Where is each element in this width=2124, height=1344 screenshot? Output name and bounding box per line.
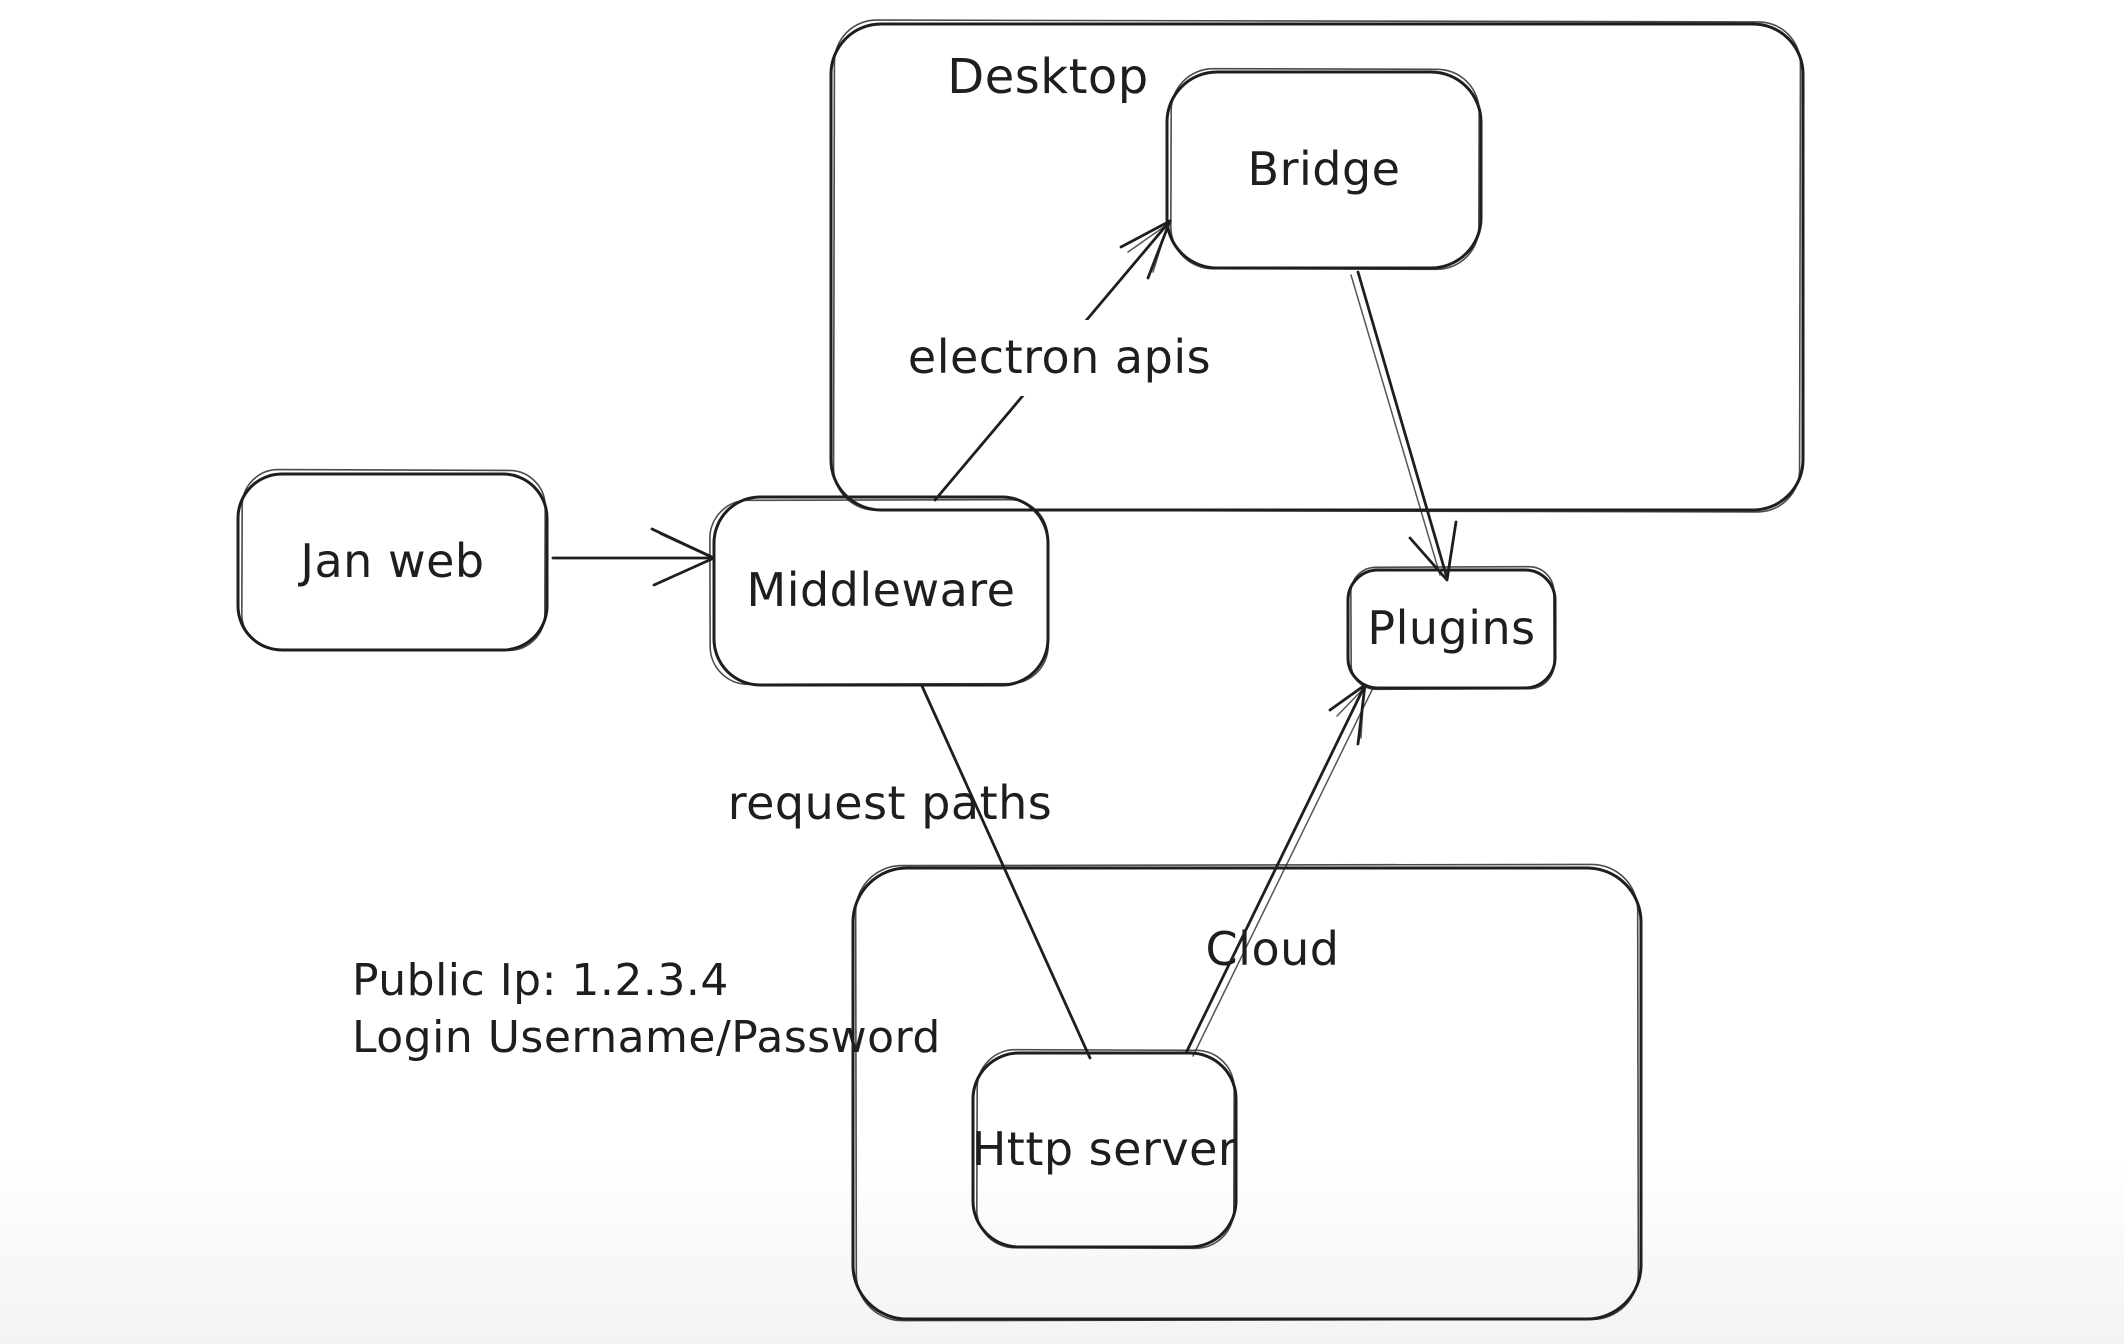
edge-httpserver-plugins-line [1184,683,1367,1055]
http-server-node-shape[interactable] [971,1048,1238,1250]
jan-web-outline-echo [241,468,546,652]
bridge-node-label[interactable]: Bridge [1247,142,1401,197]
edge-bridge-plugins-line [1356,270,1449,580]
edge-janweb-middleware-arrowhead-echo [659,533,713,559]
http-server-outline [971,1051,1238,1249]
edge-httpserver-to-plugins[interactable] [1184,683,1373,1057]
edge-janweb-middleware-arrowhead [650,527,716,587]
edge-bridge-plugins-line-echo [1350,274,1441,576]
middleware-node-label[interactable]: Middleware [746,563,1016,618]
public-ip-text: Public Ip: 1.2.3.4 [352,955,729,1006]
desktop-container-shape[interactable] [829,19,1805,513]
edge-httpserver-plugins-arrowhead-echo [1336,687,1365,739]
bridge-outline [1165,70,1483,270]
desktop-container-outline [829,22,1805,512]
plugins-node-label[interactable]: Plugins [1367,601,1536,656]
edge-httpserver-plugins-arrowhead [1328,683,1367,746]
cloud-container-label[interactable]: Cloud [1205,922,1340,977]
cloud-container-outline [851,866,1643,1321]
http-server-outline-echo [976,1048,1235,1250]
bridge-outline-echo [1170,67,1480,271]
edge-middleware-to-httpserver[interactable] [920,684,1092,1060]
plugins-outline-echo [1350,565,1555,691]
plugins-outline [1346,568,1557,690]
edge-httpserver-plugins-line-echo [1192,689,1373,1057]
edge-label-request-paths[interactable]: request paths [727,776,1053,831]
desktop-container-outline-echo [832,19,1802,513]
jan-web-node-label[interactable]: Jan web [300,534,485,589]
edge-middleware-httpserver-line [920,684,1092,1060]
bridge-node-shape[interactable] [1165,67,1483,271]
http-server-node-label[interactable]: Http server [971,1122,1238,1177]
middleware-node-shape[interactable] [709,495,1050,687]
edge-middleware-bridge-arrowhead-echo [1127,223,1169,273]
edge-middleware-bridge-arrowhead [1119,219,1172,280]
desktop-container-label[interactable]: Desktop [947,49,1149,106]
middleware-outline-echo [709,498,1049,686]
edge-janweb-to-middleware[interactable] [551,527,716,587]
edge-bridge-to-plugins[interactable] [1350,270,1458,582]
cloud-container-shape[interactable] [851,863,1643,1322]
cloud-container-outline-echo [854,863,1640,1322]
edge-bridge-plugins-arrowhead [1408,520,1458,582]
jan-web-node-shape[interactable] [236,468,549,652]
edge-label-electron-apis[interactable]: electron apis [898,320,1221,396]
login-text: Login Username/Password [352,1012,941,1064]
plugins-node-shape[interactable] [1346,565,1557,691]
credentials-annotation[interactable]: Public Ip: 1.2.3.4 Login Username/Passwo… [352,952,941,1066]
